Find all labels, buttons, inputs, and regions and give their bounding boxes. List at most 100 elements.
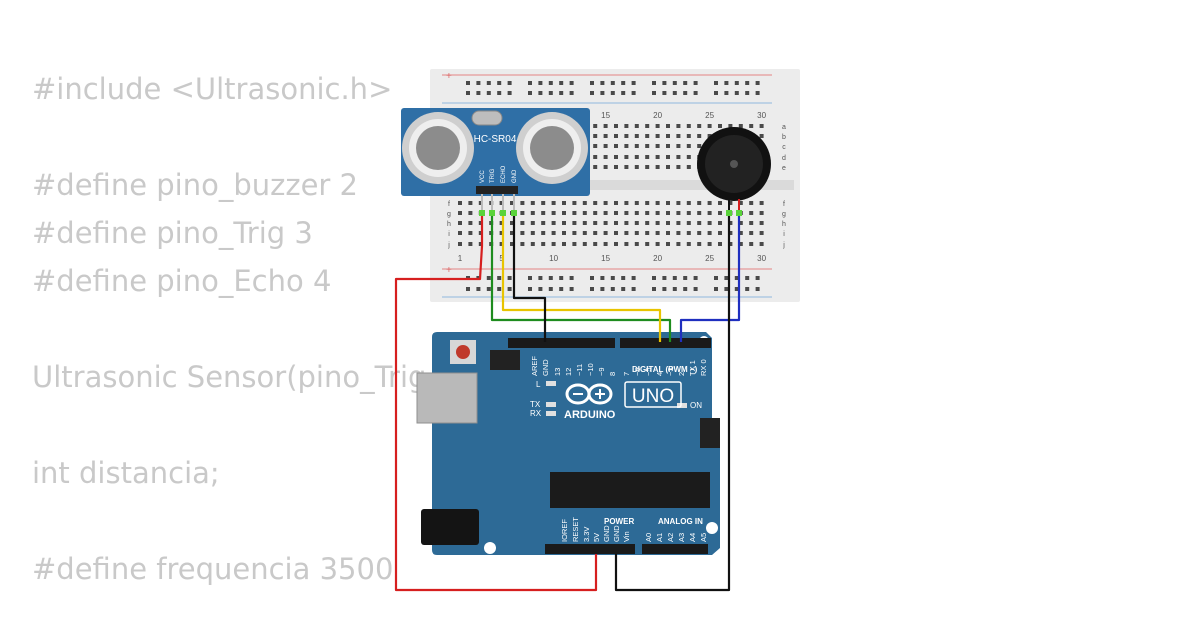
- breadboard-hole: [551, 211, 556, 215]
- breadboard-hole: [724, 91, 729, 95]
- breadboard-hole: [749, 211, 754, 215]
- breadboard-hole: [593, 144, 598, 148]
- breadboard-hole: [645, 155, 650, 159]
- breadboard-hole: [745, 287, 750, 291]
- breadboard-hole: [603, 134, 608, 138]
- breadboard-hole: [645, 211, 650, 215]
- breadboard-hole: [499, 242, 504, 246]
- breadboard-row-label: i: [783, 231, 785, 238]
- breadboard-hole: [655, 201, 660, 205]
- breadboard-hole: [676, 211, 681, 215]
- breadboard-hole: [724, 287, 729, 291]
- breadboard-hole: [662, 91, 667, 95]
- breadboard-hole: [693, 91, 698, 95]
- breadboard-col-label: 5: [499, 254, 504, 263]
- breadboard-hole: [466, 81, 470, 85]
- breadboard-hole: [645, 134, 650, 138]
- model-label: UNO: [632, 386, 674, 407]
- breadboard-hole: [749, 242, 754, 246]
- breadboard-hole: [686, 144, 691, 148]
- breadboard-hole: [624, 221, 629, 225]
- code-line: #define pino_buzzer 2: [32, 168, 359, 202]
- breadboard-hole: [666, 211, 670, 215]
- breadboard-hole: [603, 242, 608, 246]
- breadboard-hole: [755, 91, 760, 95]
- power-pin-label: Vin: [622, 531, 631, 542]
- breadboard-hole: [551, 242, 556, 246]
- breadboard-hole: [530, 242, 535, 246]
- breadboard-hole: [652, 287, 656, 291]
- breadboard-hole: [724, 81, 729, 85]
- breadboard-hole: [551, 201, 556, 205]
- wires: [394, 212, 741, 592]
- breadboard-hole: [666, 134, 670, 138]
- breadboard-hole: [530, 211, 535, 215]
- breadboard-hole: [548, 276, 553, 280]
- transducer-right-icon: [516, 112, 588, 184]
- breadboard-hole: [593, 242, 598, 246]
- breadboard-row-label: c: [782, 144, 786, 151]
- breadboard-hole: [468, 211, 473, 215]
- breadboard-hole: [610, 81, 615, 85]
- rail-plus-label-bottom: +: [446, 265, 452, 276]
- breadboard-hole: [541, 231, 546, 235]
- breadboard-hole: [652, 91, 656, 95]
- digital-pin-label: AREF: [530, 356, 539, 376]
- breadboard-hole: [693, 287, 698, 291]
- breadboard-hole: [559, 287, 564, 291]
- breadboard-hole: [572, 242, 577, 246]
- breadboard-hole: [759, 231, 764, 235]
- breadboard-hole: [676, 165, 681, 169]
- breadboard-hole: [676, 155, 681, 159]
- digital-pin-label: 2: [677, 372, 686, 376]
- breadboard-hole: [624, 201, 629, 205]
- breadboard-hole: [593, 165, 598, 169]
- wire-gnd-sensor: [512, 212, 547, 342]
- connection-dot: [479, 210, 485, 216]
- digital-pin-label: TX 1: [688, 360, 697, 376]
- breadboard-hole: [458, 231, 462, 235]
- breadboard-hole: [590, 287, 594, 291]
- connection-dot: [736, 210, 742, 216]
- breadboard-hole: [686, 124, 691, 128]
- breadboard-hole: [614, 201, 618, 205]
- code-line: int distancia;: [32, 456, 220, 490]
- breadboard-hole: [538, 276, 543, 280]
- breadboard-col-label: 30: [757, 254, 766, 263]
- breadboard-hole: [541, 242, 546, 246]
- breadboard-hole: [478, 231, 483, 235]
- digital-pin-label: ~11: [575, 364, 584, 376]
- breadboard-hole: [697, 231, 702, 235]
- breadboard-hole: [614, 134, 618, 138]
- breadboard-hole: [572, 201, 577, 205]
- breadboard-hole: [714, 81, 718, 85]
- sensor-pin-label: GND: [512, 169, 518, 183]
- digital-pin-label: 7: [622, 372, 631, 376]
- breadboard-hole: [683, 276, 688, 280]
- breadboard-hole: [548, 287, 553, 291]
- digital-pin-label: 13: [553, 368, 562, 376]
- breadboard-hole: [686, 242, 691, 246]
- led-tx-label: TX: [530, 400, 541, 409]
- breadboard-hole: [593, 201, 598, 205]
- power-pin-label: RESET: [571, 517, 580, 542]
- breadboard-hole: [520, 201, 525, 205]
- breadboard-hole: [614, 124, 618, 128]
- breadboard-hole: [655, 165, 660, 169]
- wire-trig: [490, 212, 672, 342]
- breadboard-hole: [562, 221, 566, 225]
- breadboard-hole: [538, 91, 543, 95]
- breadboard-hole: [614, 165, 618, 169]
- breadboard-hole: [551, 231, 556, 235]
- analog-pin-label: A0: [644, 533, 653, 542]
- wire-buzzer-gnd: [614, 212, 731, 592]
- breadboard-hole: [614, 221, 618, 225]
- breadboard-hole: [745, 276, 750, 280]
- breadboard-hole: [755, 276, 760, 280]
- breadboard-hole: [603, 155, 608, 159]
- breadboard-hole: [593, 231, 598, 235]
- breadboard-hole: [466, 91, 470, 95]
- breadboard-hole: [728, 221, 733, 225]
- breadboard-hole: [755, 287, 760, 291]
